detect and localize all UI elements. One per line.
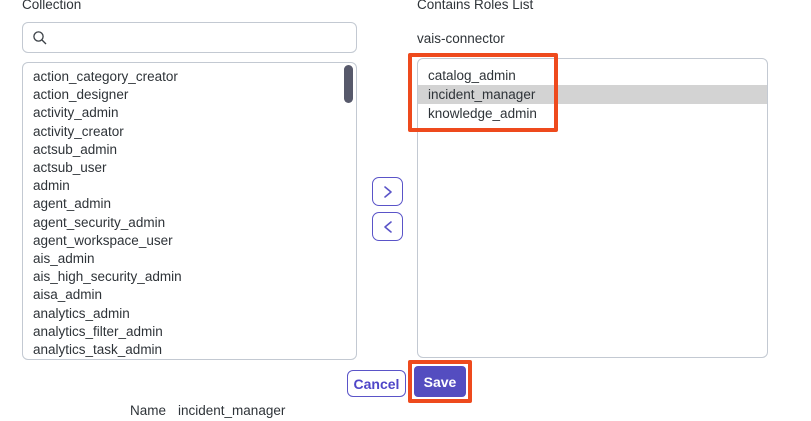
list-item[interactable]: analytics_admin	[33, 305, 130, 321]
cancel-button[interactable]: Cancel	[347, 370, 406, 397]
list-item[interactable]: activity_admin	[33, 105, 119, 121]
list-item[interactable]: analytics_filter_admin	[33, 323, 163, 339]
move-left-button[interactable]	[372, 212, 403, 241]
list-item[interactable]: actsub_user	[33, 160, 107, 176]
search-icon	[33, 30, 47, 44]
chevron-left-icon	[383, 220, 392, 233]
search-box[interactable]	[22, 22, 357, 53]
list-item[interactable]: ais_high_security_admin	[33, 269, 182, 285]
list-item[interactable]: action_category_creator	[33, 69, 178, 84]
chevron-right-icon	[383, 185, 392, 198]
list-item[interactable]: analytics_viewer	[23, 359, 356, 360]
collection-label: Collection	[22, 0, 82, 12]
list-item[interactable]: actsub_admin	[33, 141, 118, 157]
search-input[interactable]	[48, 23, 356, 52]
scrollbar-thumb[interactable]	[344, 65, 353, 103]
list-item[interactable]: knowledge_admin	[428, 106, 537, 121]
contains-roles-list-label: Contains Roles List	[417, 0, 534, 12]
name-label: Name	[130, 403, 167, 418]
list-item[interactable]: aisa_admin	[33, 287, 103, 303]
list-item[interactable]: analytics_task_admin	[33, 342, 163, 358]
contains-roles-list[interactable]: catalog_admin incident_manager knowledge_a…	[417, 58, 768, 358]
group-name-label: vais-connector	[417, 31, 505, 46]
list-item[interactable]: incident_manager	[418, 85, 767, 104]
list-item[interactable]: agent_admin	[33, 196, 112, 212]
name-row: Name incident_manager	[130, 403, 285, 418]
name-value: incident_manager	[178, 403, 286, 418]
save-button[interactable]: Save	[414, 366, 466, 397]
list-item[interactable]: agent_security_admin	[33, 214, 166, 230]
list-item[interactable]: admin	[33, 178, 70, 194]
list-item[interactable]: ais_admin	[33, 251, 95, 267]
list-item[interactable]: activity_creator	[33, 123, 124, 139]
move-right-button[interactable]	[372, 177, 403, 206]
list-item[interactable]: action_designer	[33, 87, 129, 103]
list-item[interactable]: agent_workspace_user	[33, 232, 173, 248]
list-item[interactable]: catalog_admin	[428, 68, 516, 83]
